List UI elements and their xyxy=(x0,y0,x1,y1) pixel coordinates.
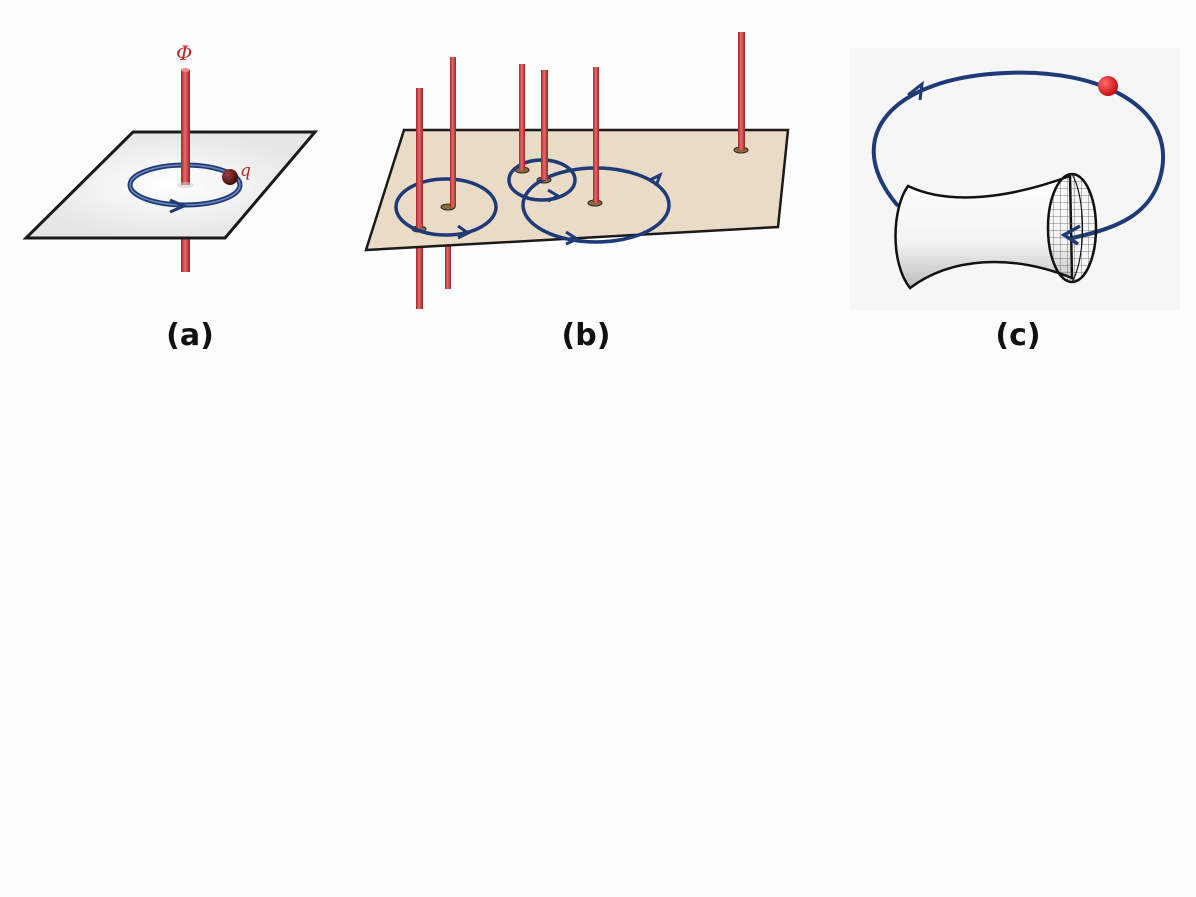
flux-tube-5 xyxy=(593,67,599,203)
wormhole-throat xyxy=(894,174,1074,290)
caption-b: (b) xyxy=(561,318,611,353)
flux-tube-3 xyxy=(519,64,525,170)
charge-label: q xyxy=(240,161,251,181)
plane-a xyxy=(22,130,319,240)
loop-left xyxy=(394,177,498,237)
flux-tube-6 xyxy=(738,32,745,150)
charge-red xyxy=(1098,76,1118,96)
plane-b xyxy=(364,128,790,252)
panel-c-diagram xyxy=(850,48,1180,310)
loop-arrow-icon xyxy=(565,230,581,246)
flux-tube-2 xyxy=(450,57,456,207)
loop-arrow-icon xyxy=(169,198,188,214)
wormhole-mouth xyxy=(1046,172,1098,284)
orbit-path xyxy=(871,70,1166,240)
loop-arrow-icon xyxy=(649,171,663,187)
flux-tube-upper xyxy=(181,70,190,185)
flux-tube-2-lower xyxy=(445,227,451,289)
caption-c: (c) xyxy=(995,318,1041,353)
charge-q xyxy=(222,169,238,185)
caption-a: (a) xyxy=(166,318,214,353)
panel-a-diagram: Φ q xyxy=(22,41,319,272)
orbit-arrow-icon xyxy=(1060,224,1081,246)
flux-label: Φ xyxy=(176,41,192,65)
flux-tube-4 xyxy=(541,70,548,180)
orbit-arrow-icon xyxy=(907,80,924,101)
panel-b-diagram xyxy=(364,32,790,309)
loop-arrow-icon xyxy=(547,188,562,203)
flux-tube-1 xyxy=(416,88,423,228)
flux-tube-lower xyxy=(181,210,190,272)
flux-tube-1-lower xyxy=(416,227,423,309)
loop-arrow-icon xyxy=(457,224,471,240)
